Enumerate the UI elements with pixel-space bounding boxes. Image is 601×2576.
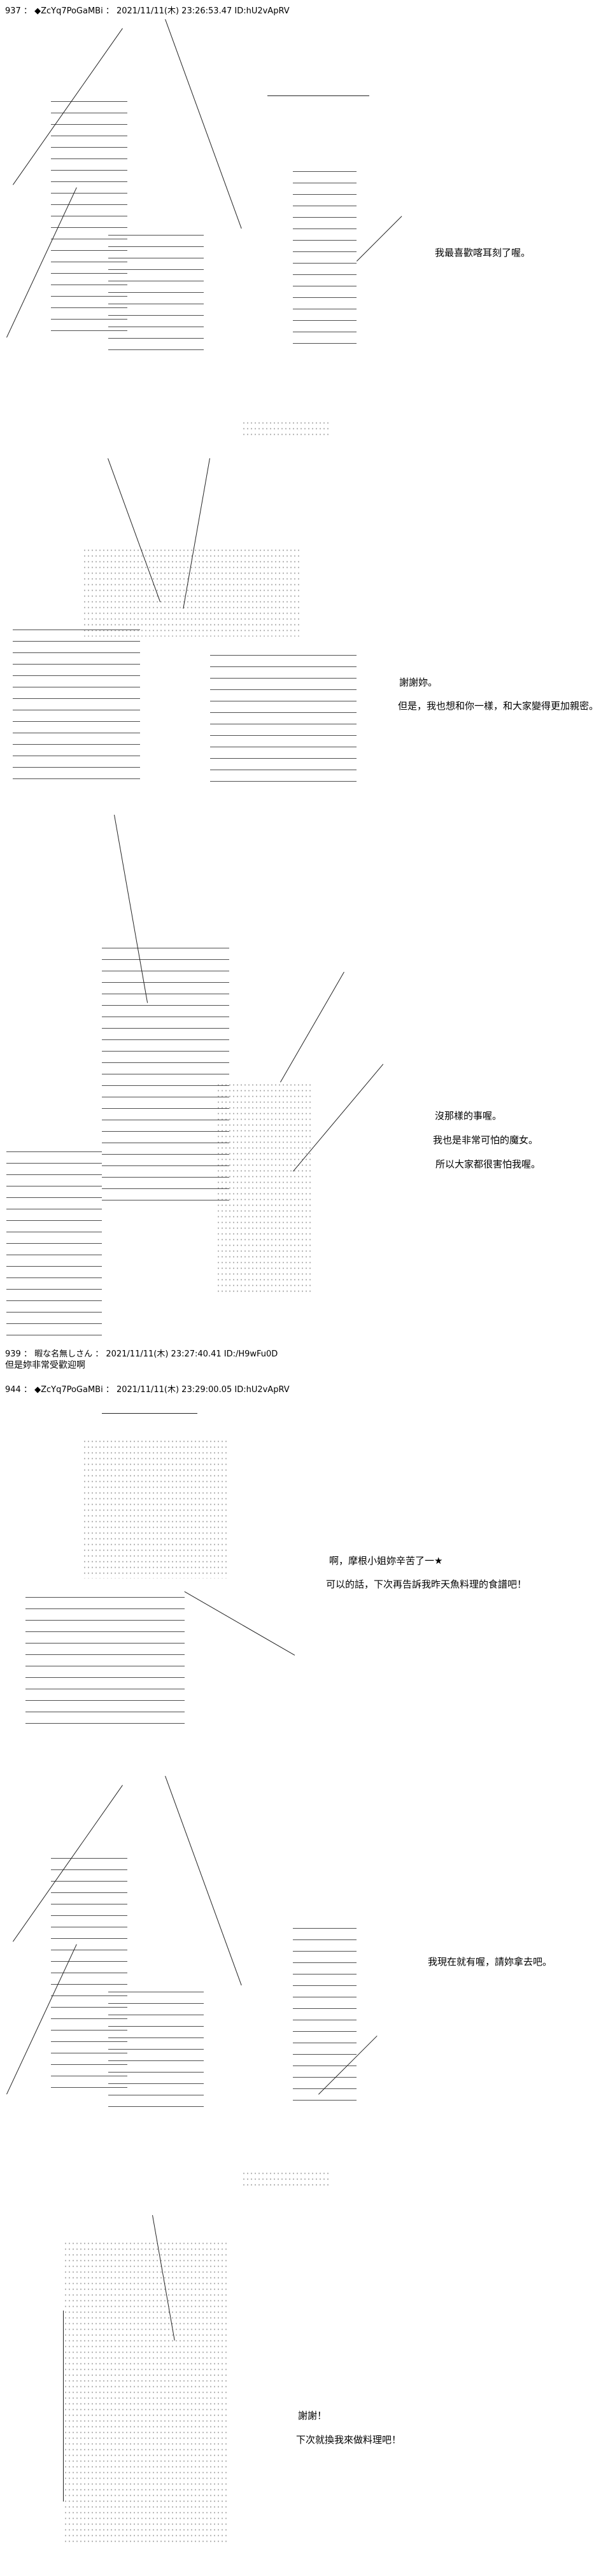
dialogue-line: 我也是非常可怕的魔女。	[433, 1134, 539, 1146]
dialogue-line: 我現在就有喔，請妳拿去吧。	[428, 1956, 553, 1967]
post-header-937: 937 ： ◆ZcYq7PoGaMBi ： 2021/11/11(木) 23:2…	[5, 6, 290, 16]
ascii-art-panel-6	[25, 2215, 293, 2572]
dialogue-line: 下次就換我來做料理吧！	[296, 2434, 402, 2446]
dialogue-line: 我最喜歡喀耳刻了喔。	[435, 247, 531, 258]
post-header-939: 939 ： 暇な名無しさん ： 2021/11/11(木) 23:27:40.4…	[5, 1349, 278, 1359]
dialogue-line: 所以大家都很害怕我喔。	[435, 1158, 541, 1170]
ascii-art-panel-2	[0, 458, 395, 802]
post-body-939: 但是妳非常受歡迎啊	[5, 1360, 85, 1370]
ascii-art-panel-4	[25, 1400, 325, 1750]
ascii-art-panel-5	[0, 1776, 407, 2196]
dialogue-line: 可以的話，下次再告訴我昨天魚料理的食譜吧！	[326, 1579, 527, 1590]
post-header-944: 944 ： ◆ZcYq7PoGaMBi ： 2021/11/11(木) 23:2…	[5, 1385, 290, 1395]
dialogue-line: 但是，我也想和你一樣，和大家變得更加親密。	[398, 700, 599, 712]
dialogue-line: 謝謝妳。	[399, 677, 438, 688]
dialogue-line: 啊，摩根小姐妳辛苦了一★	[329, 1555, 443, 1566]
dialogue-line: 謝謝！	[298, 2410, 327, 2421]
ascii-art-panel-3	[0, 815, 407, 1337]
ascii-art-panel-1	[0, 19, 407, 439]
dialogue-line: 沒那樣的事喔。	[435, 1110, 502, 1122]
